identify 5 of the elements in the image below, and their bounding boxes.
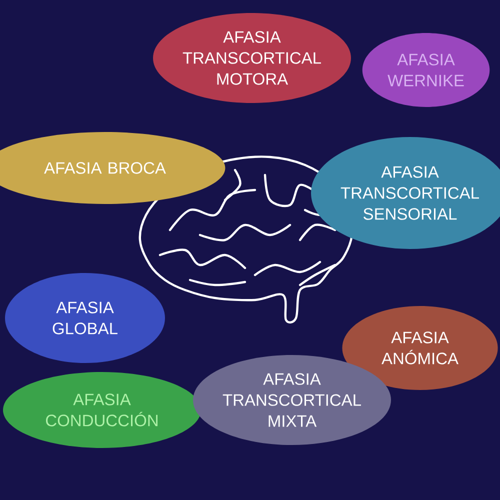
ellipse-node: AFASIA TRANSCORTICAL MOTORA — [153, 13, 351, 103]
ellipse-node: AFASIA GLOBAL — [5, 273, 165, 363]
ellipse-node: AFASIA ANÓMICA — [342, 306, 498, 390]
ellipse-node: AFASIA CONDUCCIÓN — [3, 372, 201, 448]
ellipse-node: AFASIA WERNIKE — [362, 33, 490, 107]
